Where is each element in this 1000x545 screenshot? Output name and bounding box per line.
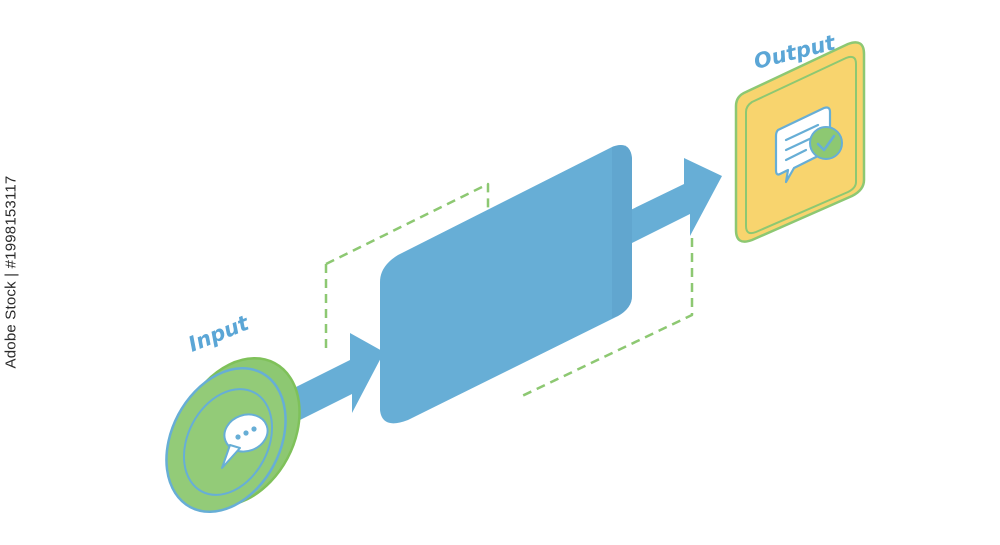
output-node	[734, 41, 866, 243]
side-caption-text: Adobe Stock | #1998153117	[2, 175, 20, 369]
input-arrow	[286, 333, 384, 422]
chat-message-check-icon	[774, 106, 843, 184]
chat-bubble-typing-icon	[221, 413, 269, 469]
dashed-frame	[324, 182, 694, 398]
processor-block	[380, 145, 632, 424]
output-arrow	[614, 158, 722, 248]
input-node	[165, 357, 301, 513]
input-label: Input	[185, 311, 253, 357]
